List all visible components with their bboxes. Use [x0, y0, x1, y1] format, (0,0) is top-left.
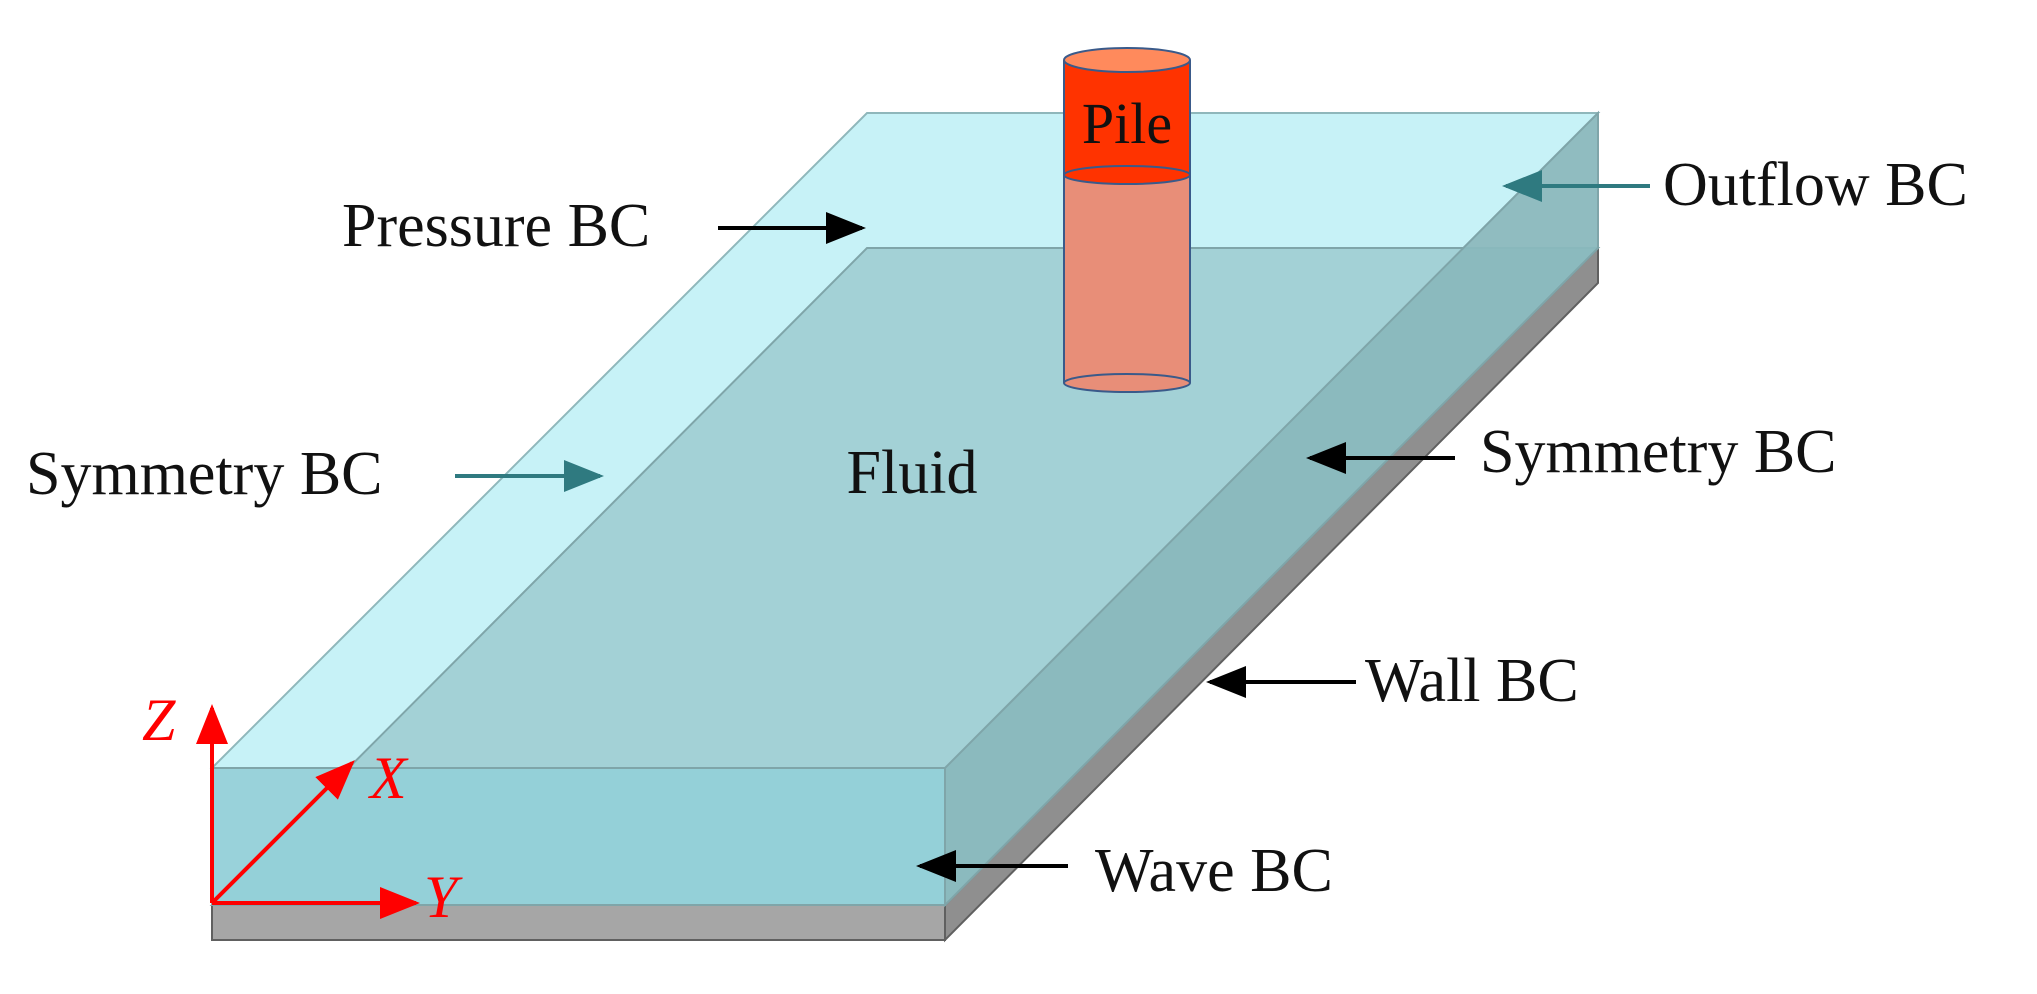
x-axis	[210, 760, 355, 905]
fluid-domain	[209, 110, 1601, 908]
y-axis-label: Y	[424, 864, 463, 930]
symmetry-bc-right-label: Symmetry BC	[1480, 418, 1837, 486]
symmetry-bc-left-label: Symmetry BC	[26, 440, 383, 508]
wall-bc-label: Wall BC	[1365, 647, 1579, 715]
pile-body	[1064, 175, 1190, 383]
pile-bottom	[1063, 373, 1191, 393]
seabed-front-face	[211, 904, 946, 941]
pile-cap	[1064, 60, 1190, 175]
pressure-bc-label: Pressure BC	[342, 192, 650, 260]
coordinate-axes: Z X Y	[142, 687, 463, 930]
pile-cap-bottom-rim	[1063, 165, 1191, 185]
wave-bc-label: Wave BC	[1095, 837, 1333, 905]
pile: Pile	[1063, 47, 1191, 393]
outflow-bc-label: Outflow BC	[1663, 151, 1968, 219]
z-axis-label: Z	[142, 687, 176, 753]
fluid-front-face	[211, 767, 946, 906]
x-axis-label: X	[368, 745, 409, 811]
pile-label: Pile	[1082, 91, 1172, 156]
fluid-label: Fluid	[847, 439, 978, 507]
pile-top	[1063, 47, 1191, 73]
